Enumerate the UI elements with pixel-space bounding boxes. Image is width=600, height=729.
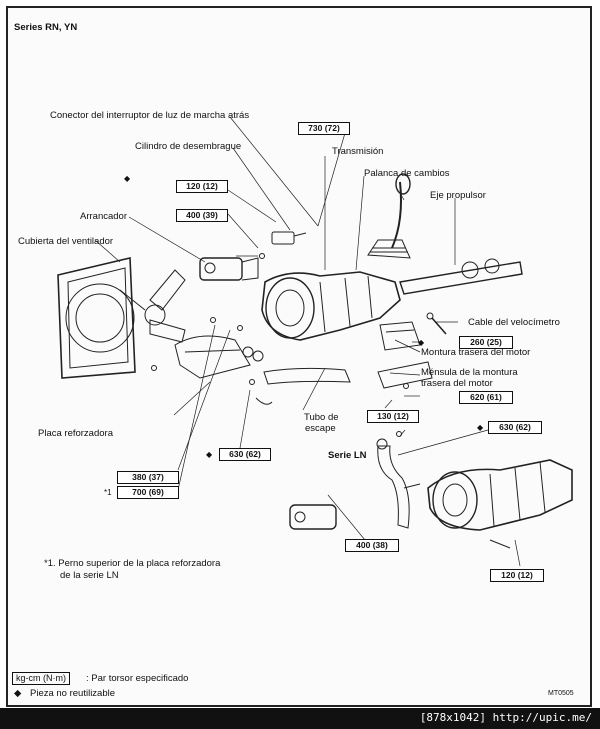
label-exhaust-line1: Tubo de [304, 412, 339, 423]
label-shift-lever: Palanca de cambios [364, 168, 450, 179]
label-transmission: Transmisión [332, 146, 384, 157]
legend-unit-text: : Par torsor especificado [86, 673, 189, 684]
label-stiffener-plate: Placa reforzadora [38, 428, 113, 439]
footnote-line2: de la serie LN [60, 570, 119, 581]
watermark-text: [878x1042] http://upic.me/ [419, 711, 592, 724]
torque-630-right: 630 (62) [488, 421, 542, 434]
nonreuse-diamond-icon: ◆ [477, 423, 484, 432]
watermark-bar [0, 708, 600, 729]
label-rear-engine-mount: Montura trasera del motor [421, 347, 531, 358]
torque-630-left: 630 (62) [219, 448, 271, 461]
torque-400-top: 400 (39) [176, 209, 228, 222]
label-clutch-release-cylinder: Cilindro de desembrague [135, 141, 242, 152]
fan-blades [119, 269, 186, 343]
label-starter: Arrancador [80, 211, 127, 222]
figure-code: MT0505 [548, 690, 574, 697]
label-speedometer-cable: Cable del velocímetro [468, 317, 560, 328]
label-mount-bracket-line1: Ménsula de la montura [421, 367, 518, 378]
torque-120-top: 120 (12) [176, 180, 228, 193]
legend-nonreuse-text: Pieza no reutilizable [30, 688, 116, 699]
torque-700: 700 (69) [117, 486, 179, 499]
torque-400-bottom: 400 (38) [345, 539, 399, 552]
legend-unit-box: kg-cm (N·m) [12, 672, 70, 685]
label-mount-bracket-line2: trasera del motor [421, 378, 493, 389]
footnote-marker: *1 [104, 488, 112, 497]
torque-620: 620 (61) [459, 391, 513, 404]
torque-120-bottom: 120 (12) [490, 569, 544, 582]
label-reverse-light-switch: Conector del interruptor de luz de march… [50, 110, 250, 121]
torque-260: 260 (25) [459, 336, 513, 349]
torque-730: 730 (72) [298, 122, 350, 135]
label-serie-ln: Serie LN [328, 450, 367, 461]
page-title: Series RN, YN [14, 22, 78, 33]
nonreuse-diamond-icon: ◆ [418, 338, 425, 347]
footnote-line1: *1. Perno superior de la placa reforzado… [44, 558, 221, 569]
label-fan-shroud: Cubierta del ventilador [18, 236, 114, 247]
nonreuse-diamond-icon: ◆ [124, 174, 131, 183]
nonreuse-diamond-icon: ◆ [206, 450, 213, 459]
torque-380: 380 (37) [117, 471, 179, 484]
label-exhaust-line2: escape [305, 423, 336, 434]
torque-130: 130 (12) [367, 410, 419, 423]
legend-nonreuse-icon: ◆ [14, 688, 22, 699]
label-propeller-shaft: Eje propulsor [430, 190, 486, 201]
